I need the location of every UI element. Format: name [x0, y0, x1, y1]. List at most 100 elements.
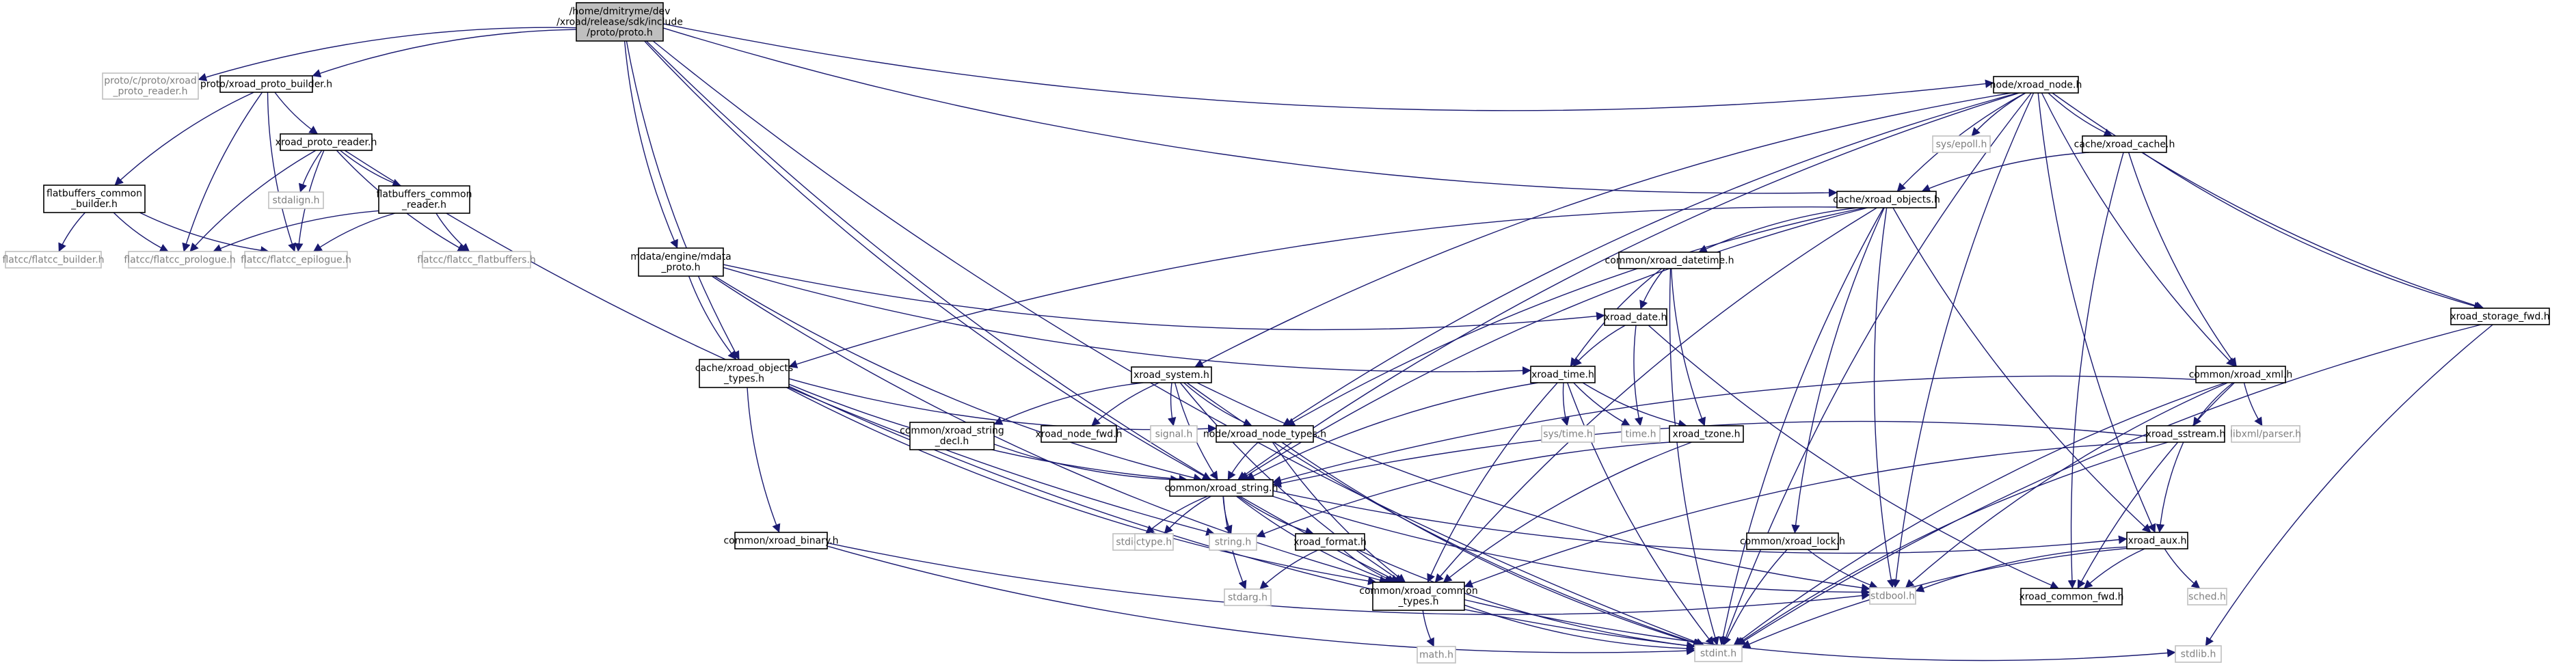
edge-time-to-sys_time	[1561, 382, 1570, 426]
node-box	[2450, 308, 2550, 325]
node-aux[interactable]: xroad_aux.h	[2126, 532, 2188, 549]
node-node[interactable]: node/xroad_node.h	[1990, 76, 2082, 94]
edge-node-to-stdbool	[1892, 92, 2035, 588]
node-stdalign: stdalign.h	[268, 191, 324, 209]
node-node_types[interactable]: node/xroad_node_types.h	[1203, 425, 1326, 443]
node-epilogue: flatcc/flatcc_epilogue.h	[241, 251, 351, 269]
node-str_decl[interactable]: common/xroad_string_decl.h	[900, 422, 1004, 450]
node-label: xroad_tzone.h	[1673, 428, 1741, 439]
edge-objects-to-aux	[1892, 207, 2151, 533]
edge-string-to-format	[1237, 495, 1314, 536]
node-time[interactable]: xroad_time.h	[1530, 366, 1596, 383]
node-label: signal.h	[1155, 428, 1193, 439]
node-storage_fwd[interactable]: xroad_storage_fwd.h	[2450, 308, 2550, 325]
edge-reader-to-prologue	[189, 150, 317, 252]
node-lock[interactable]: common/xroad_lock.h	[1740, 532, 1845, 550]
node-label: xroad_time.h	[1531, 369, 1594, 380]
node-box	[102, 72, 199, 100]
node-box	[1932, 135, 1991, 153]
edge-date-to-time_h	[1633, 325, 1643, 426]
edge-mdata-to-date	[723, 264, 1605, 331]
edge-objects-to-stdint	[1719, 207, 1884, 646]
node-box	[1694, 644, 1743, 662]
node-date[interactable]: xroad_date.h	[1604, 308, 1667, 326]
node-label: node/xroad_node.h	[1990, 79, 2082, 90]
node-objects[interactable]: cache/xroad_objects.h	[1833, 191, 1940, 208]
edge-fb_builder-to-fl_builder	[58, 212, 86, 252]
node-stdbool: stdbool.h	[1869, 587, 1916, 605]
edge-sstream-to-stdint	[1735, 441, 2169, 646]
node-mdata[interactable]: mdata/engine/mdata_proto.h	[630, 247, 732, 277]
node-label: /proto/proto.h	[587, 27, 652, 38]
node-builder[interactable]: proto/xroad_proto_builder.h	[200, 75, 332, 93]
node-box	[734, 532, 828, 549]
edge-format-to-common_types	[1343, 549, 1397, 584]
edge-node-to-storage_fwd	[2052, 92, 2484, 310]
node-box	[244, 251, 348, 269]
edges-layer	[58, 23, 2493, 662]
edge-objects-to-common_types	[1434, 207, 1877, 583]
node-box	[43, 185, 146, 213]
edge-string-to-ctype	[1164, 495, 1211, 534]
node-box	[699, 359, 790, 388]
node-common_types[interactable]: common/xroad_common_types.h	[1359, 582, 1478, 611]
node-epoll: sys/epoll.h	[1932, 135, 1991, 153]
node-label: _reader.h	[401, 200, 446, 210]
node-box	[2082, 135, 2167, 153]
node-fb_reader[interactable]: flatbuffers_common_reader.h	[377, 185, 472, 214]
node-box	[1041, 425, 1117, 443]
edge-root-to-obj_types	[626, 40, 740, 360]
edge-datetime-to-date	[1639, 268, 1665, 310]
node-libxml: libxml/parser.h	[2230, 425, 2301, 443]
node-box	[1224, 588, 1272, 606]
edge-objects-to-obj_types	[788, 206, 1838, 368]
edge-aux-to-stdint	[1741, 547, 2128, 649]
node-box	[128, 251, 232, 269]
edge-fb_builder-to-epilogue	[139, 212, 269, 255]
node-box	[1216, 425, 1314, 443]
node-obj_types[interactable]: cache/xroad_objects_types.h	[695, 359, 793, 388]
edge-node-to-system	[1194, 92, 2012, 368]
edge-node-to-cache	[2048, 92, 2113, 137]
node-label: common/xroad_lock.h	[1740, 536, 1845, 547]
node-xml[interactable]: common/xroad_xml.h	[2189, 366, 2293, 383]
node-box	[1541, 425, 1595, 443]
node-label: xroad_aux.h	[2128, 535, 2187, 546]
node-box	[2146, 425, 2225, 443]
edge-time-to-tzone	[1582, 382, 1687, 428]
node-box	[1836, 191, 1937, 208]
node-string[interactable]: common/xroad_string.h	[1165, 479, 1278, 497]
node-label: flatcc/flatcc_epilogue.h	[241, 254, 351, 265]
node-fb_builder[interactable]: flatbuffers_common_builder.h	[43, 185, 146, 213]
node-label: ctype.h	[1136, 536, 1172, 547]
node-label: _proto_reader.h	[113, 86, 188, 97]
edge-xml-to-stdint	[1733, 382, 2226, 646]
node-box	[2195, 366, 2286, 383]
edge-system-to-node_fwd	[1091, 382, 1159, 426]
node-box	[2126, 532, 2188, 549]
node-root: /home/dmitryme/dev/xroad/release/sdk/inc…	[556, 2, 683, 42]
node-common_fwd[interactable]: xroad_common_fwd.h	[2019, 588, 2124, 605]
node-box	[1869, 587, 1916, 605]
node-label: flatcc/flatcc_prologue.h	[124, 254, 235, 265]
node-format[interactable]: xroad_format.h	[1293, 533, 1367, 551]
node-cache[interactable]: cache/xroad_cache.h	[2074, 135, 2175, 153]
node-system[interactable]: xroad_system.h	[1131, 366, 1212, 383]
node-label: flatcc/flatcc_flatbuffers.h	[417, 254, 536, 265]
node-node_fwd[interactable]: xroad_node_fwd.h	[1035, 425, 1123, 443]
edge-node-to-stdint	[1721, 92, 2032, 646]
node-datetime[interactable]: common/xroad_datetime.h	[1605, 251, 1734, 269]
node-sstream[interactable]: xroad_sstream.h	[2146, 425, 2225, 443]
edge-aux-to-sched	[2164, 548, 2201, 589]
node-binary[interactable]: common/xroad_binary.h	[723, 532, 839, 549]
edge-mdata-to-time	[723, 267, 1531, 375]
node-label: mdata/engine/mdata	[630, 251, 732, 262]
node-label: stdarg.h	[1228, 592, 1267, 603]
node-tzone[interactable]: xroad_tzone.h	[1669, 425, 1744, 443]
node-box	[1209, 533, 1257, 551]
edge-system-to-str_decl	[993, 382, 1144, 425]
edge-fb_reader-to-epilogue	[313, 213, 396, 252]
node-reader[interactable]: xroad_proto_reader.h	[276, 133, 377, 151]
edge-fb_reader-to-flatbuffers	[435, 213, 470, 252]
